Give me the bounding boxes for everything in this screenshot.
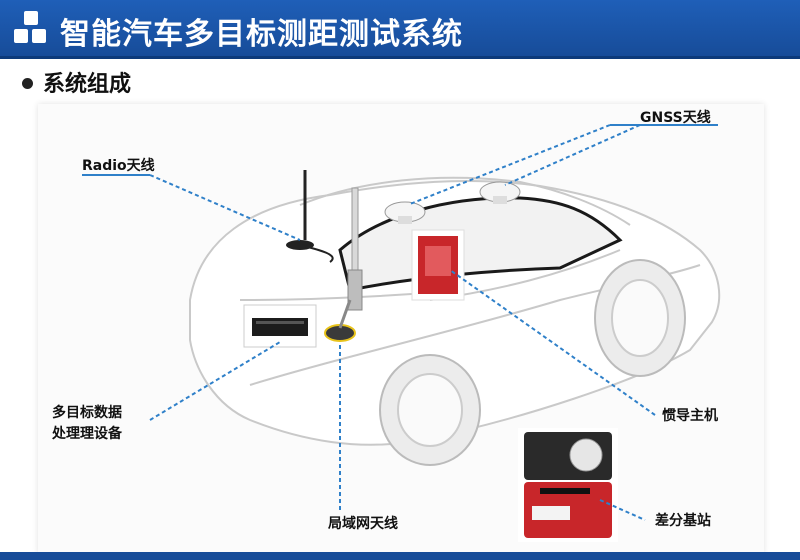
leader-lines: [82, 124, 718, 521]
header-bar: 智能汽车多目标测距测试系统: [0, 0, 800, 59]
processing-device: [243, 304, 317, 348]
label-processor-line2: 处理理设备: [52, 426, 122, 442]
label-radio-antenna: Radio天线: [82, 158, 155, 174]
gnss-leader-left: [409, 124, 611, 205]
base-station-case: [518, 428, 618, 542]
label-imu-host: 惯导主机: [662, 408, 718, 424]
label-base-station: 差分基站: [655, 513, 711, 529]
processor-leader: [149, 341, 281, 421]
label-processor-line1: 多目标数据: [52, 405, 122, 421]
front-wheel: [594, 259, 686, 377]
page-title: 智能汽车多目标测距测试系统: [60, 17, 463, 52]
gnss-leader-right: [504, 124, 641, 186]
base-leader: [599, 499, 646, 521]
footer-bar: [0, 552, 800, 560]
lan-antenna: [324, 187, 363, 342]
radio-antenna: [286, 170, 334, 263]
gnss-antenna-left: [384, 201, 426, 224]
logo-icon: [14, 11, 48, 45]
label-gnss-antenna: GNSS天线: [640, 110, 711, 126]
bullet-icon: [22, 77, 33, 89]
section-title: 系统组成: [43, 72, 132, 97]
label-lan-antenna: 局域网天线: [328, 516, 398, 532]
section-heading: 系统组成: [22, 66, 131, 98]
radio-leader: [149, 174, 301, 241]
rear-wheel: [379, 354, 481, 466]
imu-device: [411, 229, 465, 301]
gnss-antenna-right: [479, 181, 521, 204]
